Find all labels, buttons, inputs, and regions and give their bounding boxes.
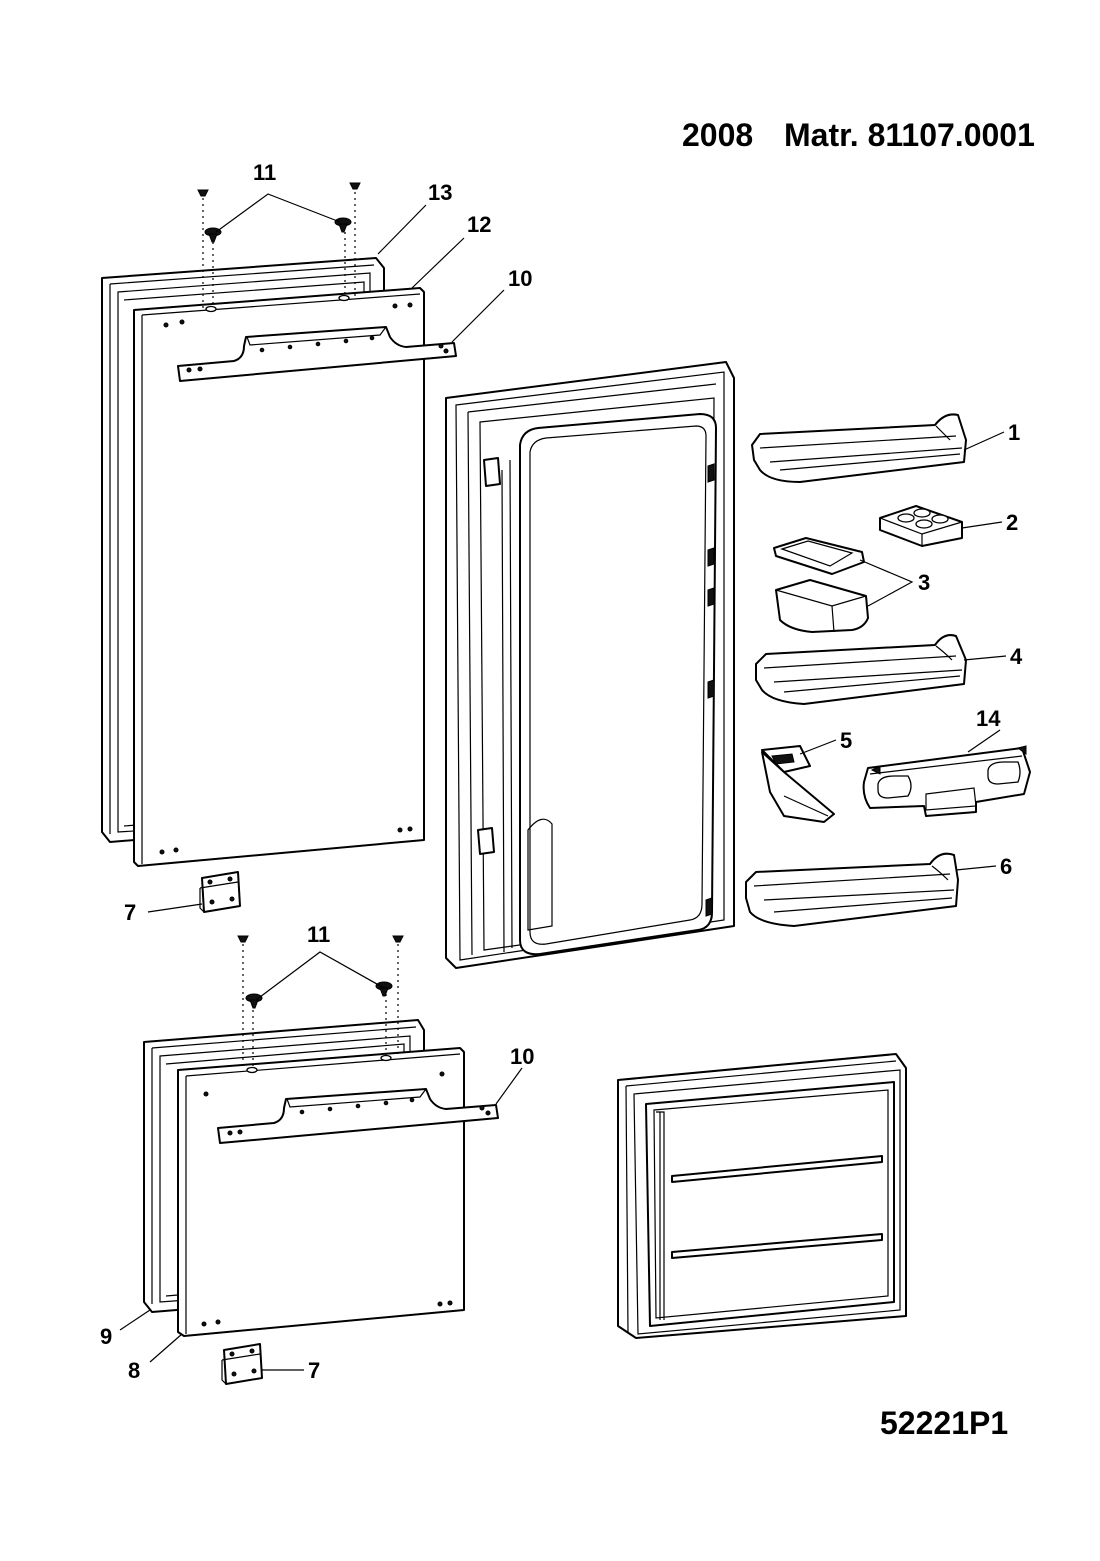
lower-screws bbox=[237, 935, 404, 1070]
upper-door-panel bbox=[133, 287, 425, 867]
butter-dish-lid bbox=[773, 537, 865, 575]
upper-hinge bbox=[199, 871, 241, 913]
door-shelf-1 bbox=[751, 413, 967, 483]
callout-4: 4 bbox=[1010, 644, 1023, 669]
footer-code: 52221P1 bbox=[880, 1405, 1008, 1441]
callout-10-upper: 10 bbox=[508, 266, 532, 291]
egg-tray bbox=[879, 505, 963, 547]
callout-labels: 11 13 12 10 1 2 3 4 14 5 6 7 11 10 9 8 7 bbox=[100, 160, 1023, 1383]
callout-7-upper: 7 bbox=[124, 900, 136, 925]
upper-screws bbox=[197, 182, 361, 308]
header-matr: Matr. 81107.0001 bbox=[784, 117, 1035, 153]
callout-13: 13 bbox=[428, 180, 452, 205]
inner-door-liner bbox=[445, 361, 735, 969]
callout-2: 2 bbox=[1006, 510, 1018, 535]
lower-hinge bbox=[221, 1343, 263, 1385]
callout-14: 14 bbox=[976, 706, 1001, 731]
callout-1: 1 bbox=[1008, 420, 1020, 445]
callout-5: 5 bbox=[840, 728, 852, 753]
small-bin bbox=[761, 745, 835, 823]
callout-6: 6 bbox=[1000, 854, 1012, 879]
header-year: 2008 bbox=[682, 117, 753, 153]
freezer-inner-door bbox=[617, 1053, 907, 1339]
callout-11-upper: 11 bbox=[253, 160, 276, 185]
callout-leaders bbox=[119, 193, 1007, 1371]
callout-7-lower: 7 bbox=[308, 1358, 320, 1383]
upper-handle-bracket bbox=[177, 326, 457, 382]
door-shelf-6 bbox=[745, 852, 959, 927]
callout-3: 3 bbox=[918, 570, 930, 595]
callout-9: 9 bbox=[100, 1324, 112, 1349]
callout-8: 8 bbox=[128, 1358, 140, 1383]
butter-dish-box bbox=[775, 579, 869, 633]
bottle-holder bbox=[862, 745, 1031, 817]
callout-11-lower: 11 bbox=[307, 922, 330, 947]
callout-10-lower: 10 bbox=[510, 1044, 534, 1069]
callout-12: 12 bbox=[467, 212, 491, 237]
lower-handle-bracket bbox=[217, 1088, 499, 1144]
door-shelf-4 bbox=[755, 634, 967, 705]
